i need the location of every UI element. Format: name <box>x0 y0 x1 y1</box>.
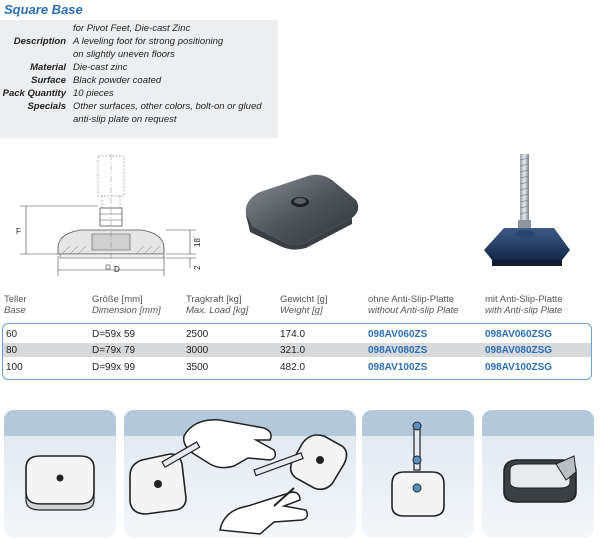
header-with-antislip: mit Anti-Slip-Platte with Anti-slip Plat… <box>485 294 563 316</box>
spec-label: Material <box>30 62 66 73</box>
cell-weight: 482.0 <box>280 362 306 373</box>
cell-weight: 321.0 <box>280 345 306 356</box>
spec-value: anti-slip plate on request <box>73 114 177 125</box>
product-render-pivot-foot <box>484 154 570 266</box>
spec-value: for Pivot Feet, Die-cast Zinc <box>73 23 191 34</box>
assembled-foot-icon <box>391 421 445 517</box>
cell-base: 60 <box>6 329 18 340</box>
dimension-height-label: 18 <box>193 238 202 247</box>
article-code-link[interactable]: 098AV080ZS <box>368 345 428 356</box>
cell-size: D=99x 99 <box>92 362 136 373</box>
article-code-link[interactable]: 098AV060ZSG <box>485 329 553 340</box>
article-code-link[interactable]: 098AV060ZS <box>368 329 428 340</box>
spec-value: on slightly uneven floors <box>73 49 175 60</box>
assembly-panel-assembled <box>362 410 474 538</box>
cell-base: 80 <box>6 345 18 356</box>
assembly-panel-base <box>4 410 116 538</box>
product-render-base <box>245 174 359 250</box>
dimension-plate-label: 2 <box>193 265 202 270</box>
hand-mounting-icon <box>129 419 348 535</box>
spec-label: Surface <box>31 75 66 86</box>
square-base-icon <box>25 455 95 511</box>
cell-size: D=59x 59 <box>92 329 136 340</box>
spec-block: for Pivot Feet, Die-cast Zinc Descriptio… <box>0 20 278 138</box>
cell-load: 3500 <box>186 362 209 373</box>
spec-value: Other surfaces, other colors, bolt-on or… <box>73 101 262 112</box>
spec-label: Pack Quantity <box>2 88 66 99</box>
dimension-d-label: D <box>114 265 120 274</box>
header-max-load: Tragkraft [kg] Max. Load [kg] <box>186 294 249 316</box>
antislip-plate-icon <box>503 455 577 503</box>
assembly-panel-antislip <box>482 410 594 538</box>
table-row-highlight <box>3 343 591 357</box>
header-weight: Gewicht [g] Weight [g] <box>280 294 328 316</box>
cell-load: 3000 <box>186 345 209 356</box>
cell-size: D=79x 79 <box>92 345 136 356</box>
dimension-f-label: F <box>16 227 21 236</box>
header-without-antislip: ohne Anti-Slip-Platte without Anti-slip … <box>368 294 459 316</box>
assembly-panel-mounting <box>124 410 356 538</box>
spec-value: A leveling foot for strong positioning <box>73 36 224 47</box>
header-base: Teller Base <box>4 294 27 316</box>
cell-load: 2500 <box>186 329 209 340</box>
spec-value: Die-cast zinc <box>73 62 128 73</box>
spec-value: Black powder coated <box>73 75 162 86</box>
spec-value: 10 pieces <box>73 88 114 99</box>
cell-base: 100 <box>6 362 23 373</box>
header-dimension: Größe [mm] Dimension [mm] <box>92 294 161 316</box>
article-code-link[interactable]: 098AV080ZSG <box>485 345 553 356</box>
technical-drawing: F 18 2 D <box>16 154 202 276</box>
spec-label: Specials <box>27 101 66 112</box>
article-code-link[interactable]: 098AV100ZSG <box>485 362 553 373</box>
page-title: Square Base <box>4 2 83 17</box>
spec-label: Description <box>13 36 66 47</box>
data-table <box>2 323 592 380</box>
article-code-link[interactable]: 098AV100ZS <box>368 362 428 373</box>
cell-weight: 174.0 <box>280 329 306 340</box>
